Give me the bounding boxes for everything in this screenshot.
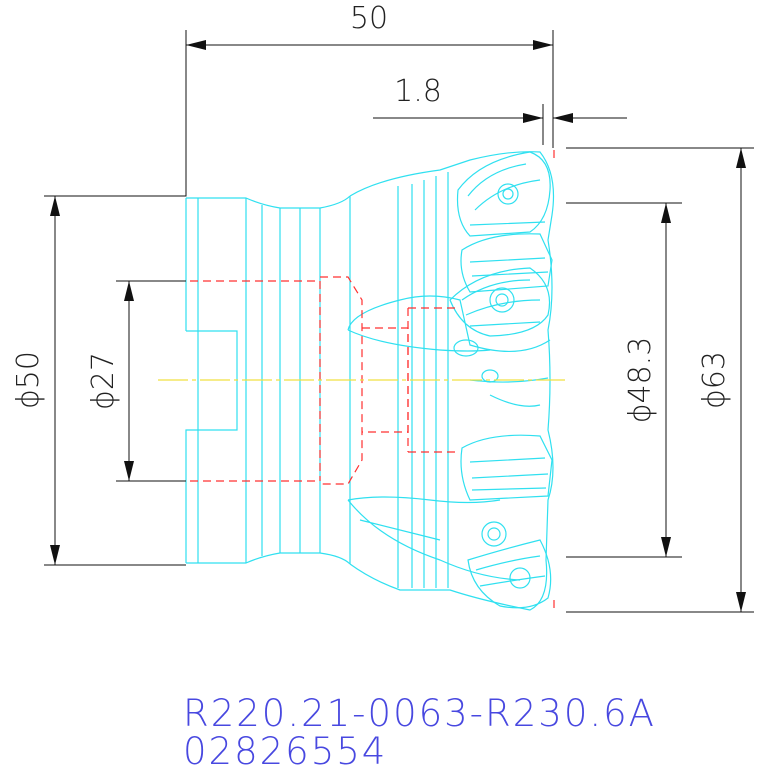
chip-flute-top	[347, 295, 551, 352]
screw-top-inner	[502, 188, 514, 200]
insert-middle-detail	[461, 279, 541, 327]
dim-cutting-diameter-label: ϕ63	[697, 351, 732, 409]
screw-top	[497, 183, 519, 205]
screw-bottom-inner	[487, 527, 501, 541]
screw-middle-inner	[495, 293, 509, 307]
screw-middle	[489, 287, 515, 313]
dim-length-label: 50	[350, 1, 388, 36]
hidden-lines	[190, 150, 555, 612]
screw-bottom	[481, 521, 507, 547]
dim-offset-label: 1.8	[394, 74, 442, 109]
flute-lower	[469, 377, 549, 407]
insert-top-detail	[467, 163, 546, 226]
article-number: 02826554	[183, 730, 388, 773]
part-number: R220.21-0063-R230.6A	[183, 692, 656, 735]
insert-middle	[449, 267, 551, 337]
extension-line	[44, 30, 187, 197]
insert-bottom-detail	[475, 555, 546, 587]
flute-hole	[453, 339, 479, 357]
dim-bore-diameter-label: ϕ27	[86, 352, 121, 410]
insert-lower	[460, 434, 553, 501]
dimensions	[44, 30, 754, 613]
insert-lower-detail	[469, 457, 549, 491]
head-outline	[349, 151, 555, 611]
insert-bottom	[467, 539, 552, 609]
chip-flute-bottom	[347, 496, 521, 581]
insert-second	[460, 233, 553, 293]
insert-top	[456, 151, 551, 237]
keyway	[407, 307, 460, 453]
cutter-body	[185, 151, 555, 611]
corner-radius	[509, 567, 531, 589]
dim-inner-diameter-label: ϕ48.3	[623, 337, 658, 424]
dim-shank-diameter-label: ϕ50	[11, 351, 46, 409]
